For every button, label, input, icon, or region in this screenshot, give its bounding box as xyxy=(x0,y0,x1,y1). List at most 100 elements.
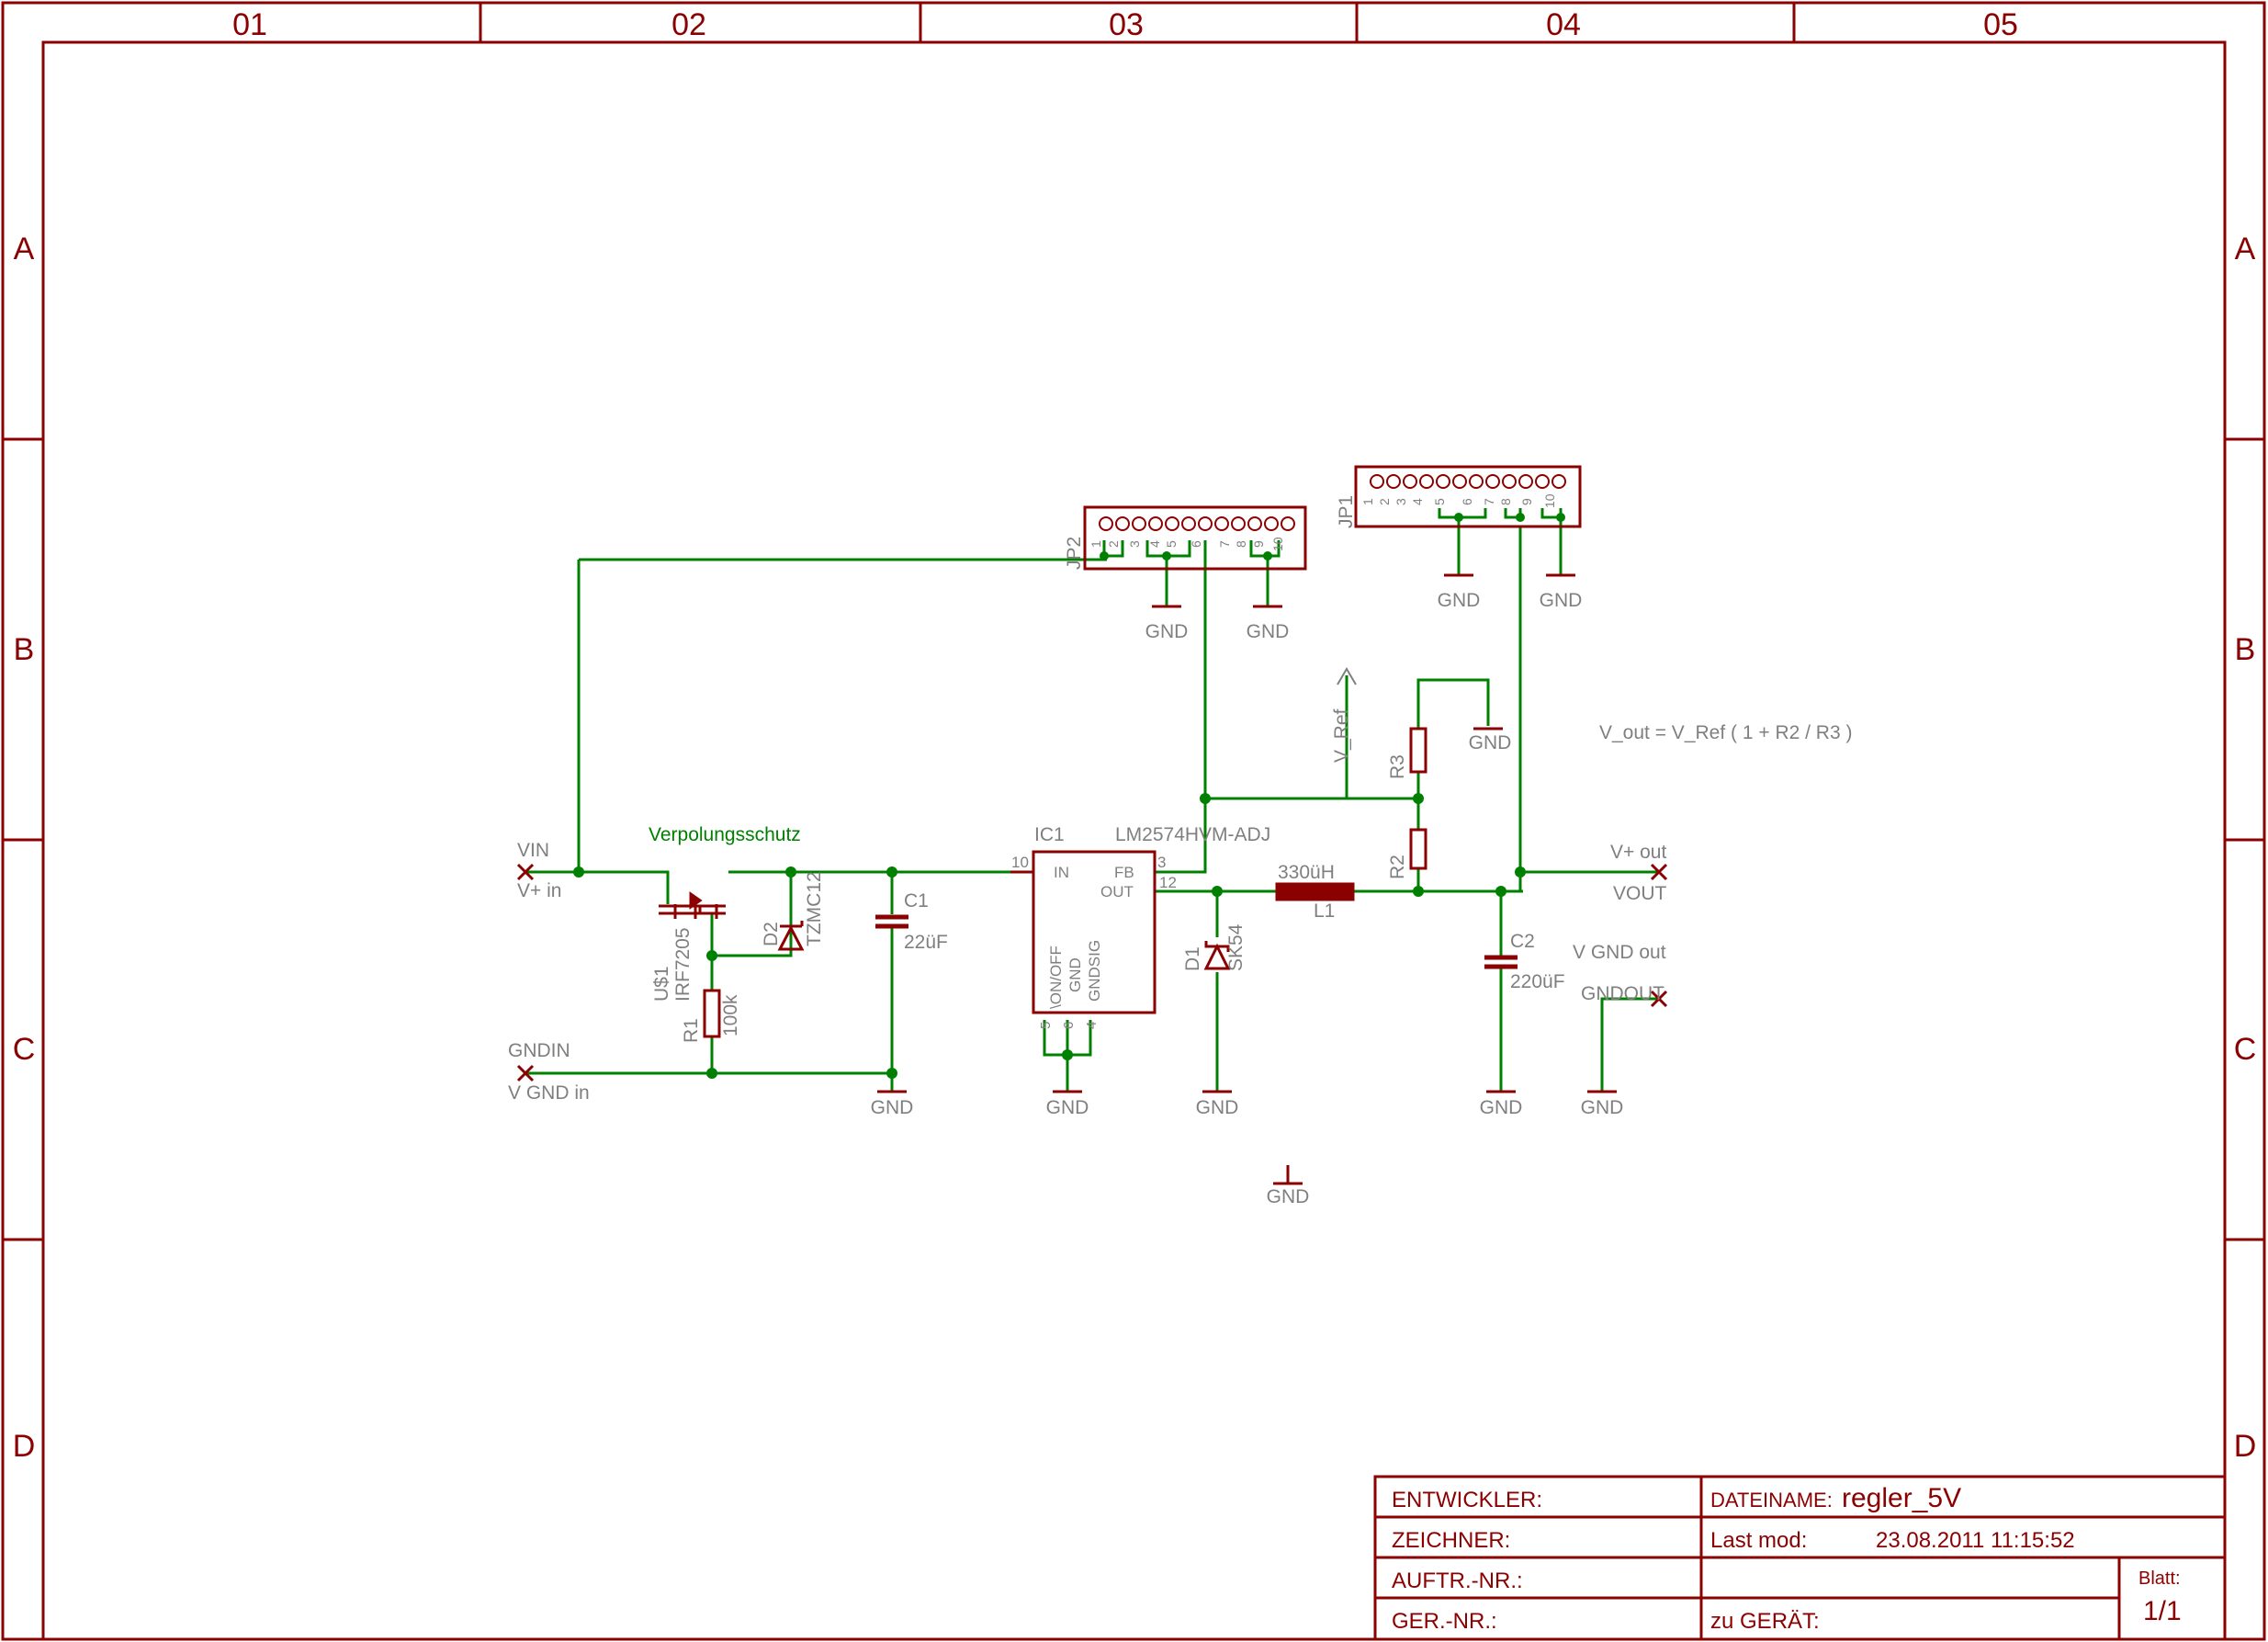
column-label-02: 02 xyxy=(671,7,706,42)
jp1-pin-10: 10 xyxy=(1542,493,1557,508)
wire-fb-jp2 xyxy=(1155,560,1207,874)
nets xyxy=(525,508,1659,1092)
diode-d1-symbol xyxy=(1203,941,1231,970)
gnd-standalone-label: GND xyxy=(1267,1186,1310,1207)
dateiname-label: DATEINAME: xyxy=(1710,1489,1833,1512)
components xyxy=(516,465,1668,1082)
gndout-terminal-marker xyxy=(1650,990,1668,1008)
gndin-terminal-marker xyxy=(516,1064,535,1082)
row-label-b-left: B xyxy=(14,632,35,667)
d2-value: TZMC12 xyxy=(804,871,825,946)
gndin-sub-label: V GND in xyxy=(508,1082,590,1104)
jp2-pin-3: 3 xyxy=(1127,540,1142,548)
lastmod-label: Last mod: xyxy=(1710,1528,1807,1553)
gnd-c1-label: GND xyxy=(871,1097,914,1118)
row-label-d-left: D xyxy=(13,1429,36,1464)
jp1-pin-5: 5 xyxy=(1432,498,1447,505)
wire-vin xyxy=(525,870,670,904)
gnd-labels: GND GND GND GND GND GND GND GND GND GND … xyxy=(871,590,1624,1207)
jp2-pin-8: 8 xyxy=(1234,540,1248,548)
irf-label: IRF7205 xyxy=(672,927,694,1002)
jp2-pin-7: 7 xyxy=(1217,540,1232,548)
wire-vout xyxy=(1501,870,1659,893)
ic1-label: IC1 xyxy=(1034,824,1065,845)
title-block xyxy=(1373,1475,2227,1641)
gnd-r3-label: GND xyxy=(1469,732,1512,753)
c2-value: 220üF xyxy=(1510,971,1565,992)
jp1-pin-4: 4 xyxy=(1410,498,1425,505)
jp1-pin-7: 7 xyxy=(1482,498,1496,505)
us1-label: U$1 xyxy=(651,966,672,1002)
connector-jp2-pins xyxy=(1099,516,1295,531)
d2-label: D2 xyxy=(761,922,782,946)
part-labels: VIN V+ in GNDIN V GND in Verpolungsschut… xyxy=(508,495,1852,1104)
row-label-b-right: B xyxy=(2235,632,2256,667)
ic1-pin-onoff: \ON/OFF xyxy=(1047,946,1065,1009)
ic1-pin-in: IN xyxy=(1054,864,1069,881)
jp2-pin-4: 4 xyxy=(1147,540,1162,548)
r1-label: R1 xyxy=(681,1018,702,1043)
ic1-pin4-number: 4 xyxy=(1084,1022,1100,1029)
connector-jp1-body xyxy=(1354,465,1582,528)
ic1-pin3-number: 3 xyxy=(1157,854,1166,871)
terminal-markers xyxy=(516,863,1668,1082)
zu-geraet-label: zu GERÄT: xyxy=(1710,1609,1820,1634)
zeichner-label: ZEICHNER: xyxy=(1392,1528,1510,1553)
gnd-out-label: GND xyxy=(1581,1097,1624,1118)
jp1-pin-3: 3 xyxy=(1394,498,1408,505)
mosfet-symbol xyxy=(659,891,726,919)
gnd-jp2b-label: GND xyxy=(1247,621,1290,642)
title-block-text: ENTWICKLER: ZEICHNER: AUFTR.-NR.: GER.-N… xyxy=(1392,1483,2182,1634)
jp1-pin-6: 6 xyxy=(1460,498,1474,505)
capacitor-c2-symbol xyxy=(1484,955,1518,969)
jp2-pin-10: 10 xyxy=(1270,537,1285,551)
resistor-r1-symbol xyxy=(703,989,721,1038)
gndout-top-label: V GND out xyxy=(1573,942,1666,963)
row-label-c-right: C xyxy=(2234,1032,2257,1067)
c1-label: C1 xyxy=(904,890,929,912)
row-label-a-left: A xyxy=(14,232,35,266)
vout-top-label: V+ out xyxy=(1610,842,1666,863)
gndout-label: GNDOUT xyxy=(1581,983,1664,1004)
l1-value: 330üH xyxy=(1278,862,1335,883)
dateiname-value: regler_5V xyxy=(1842,1483,1961,1513)
column-label-03: 03 xyxy=(1109,7,1144,42)
column-label-01: 01 xyxy=(232,7,267,42)
gnd-c2-label: GND xyxy=(1480,1097,1523,1118)
jp2-pin-9: 9 xyxy=(1251,540,1266,548)
auftr-nr-label: AUFTR.-NR.: xyxy=(1392,1568,1523,1593)
verpolung-label: Verpolungsschutz xyxy=(649,824,801,845)
l1-label: L1 xyxy=(1314,900,1335,922)
jp2-pin-5: 5 xyxy=(1164,540,1179,548)
ic1-body xyxy=(1032,850,1157,1014)
jp2-pin-1: 1 xyxy=(1089,540,1103,548)
gnd-jp2a-label: GND xyxy=(1145,621,1189,642)
vin-terminal-marker xyxy=(516,863,535,881)
gnd-d1-label: GND xyxy=(1196,1097,1239,1118)
jp2-pin-numbers: 1 2 3 4 5 6 7 8 9 10 xyxy=(1089,537,1285,551)
vin-label: VIN xyxy=(517,840,549,861)
frame-labels: 01 02 03 04 05 A B C D A B C D xyxy=(13,7,2257,1464)
jp1-pin-1: 1 xyxy=(1360,498,1375,505)
ger-nr-label: GER.-NR.: xyxy=(1392,1609,1497,1634)
vref-arrow-icon xyxy=(1337,667,1357,685)
ic1-pin-fb: FB xyxy=(1114,864,1134,881)
capacitor-c1-symbol xyxy=(875,914,908,929)
ic1-pin12-number: 12 xyxy=(1159,874,1177,891)
gnd-ic1-label: GND xyxy=(1046,1097,1089,1118)
ic1-pin-gndsig: GNDSIG xyxy=(1086,940,1103,1002)
wire-r3-gnd xyxy=(1416,678,1490,729)
ic1-pin5-number: 5 xyxy=(1038,1022,1054,1029)
vout-terminal-marker xyxy=(1650,863,1668,881)
gndin-label: GNDIN xyxy=(508,1040,570,1061)
c1-value: 22üF xyxy=(904,932,948,953)
r1-value: 100k xyxy=(720,994,741,1036)
resistor-r2-symbol xyxy=(1409,828,1427,870)
gnd-jp1b-label: GND xyxy=(1540,590,1583,611)
column-label-04: 04 xyxy=(1546,7,1581,42)
jp2-pin-6: 6 xyxy=(1189,540,1203,548)
jp1-label: JP1 xyxy=(1336,495,1357,528)
